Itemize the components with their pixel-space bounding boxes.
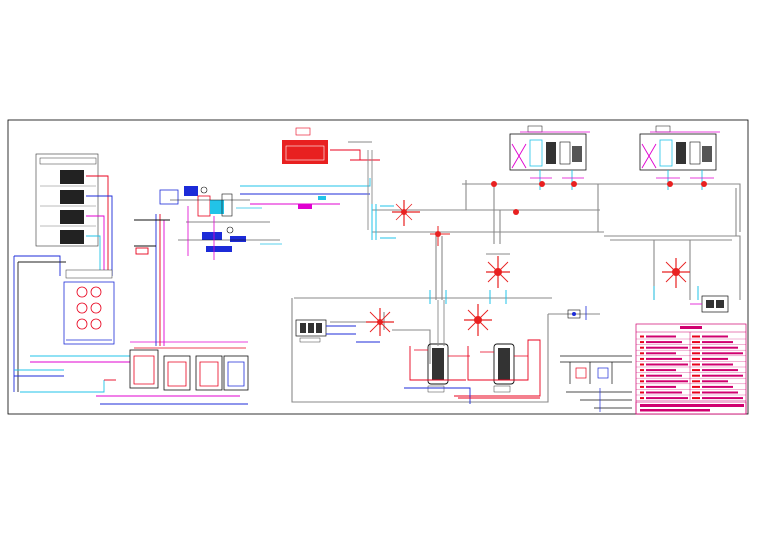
legend-entry [646, 380, 688, 383]
plate-exchanger [295, 319, 380, 343]
legend-entry [640, 369, 644, 372]
legend-entry [646, 352, 676, 355]
legend-entry [646, 363, 688, 366]
left-headers [14, 355, 248, 405]
legend-entry [702, 363, 733, 366]
legend-entry [640, 380, 644, 383]
legend-entry [640, 335, 644, 338]
heat-exchanger-cluster [159, 186, 282, 260]
legend-entry [646, 369, 676, 372]
legend-entry [702, 357, 728, 360]
legend-entry [640, 352, 644, 355]
legend-entry [702, 380, 728, 383]
legend-entry [702, 391, 738, 394]
legend-entry [702, 346, 738, 349]
chiller-piping [13, 175, 113, 392]
legend-entry [692, 357, 700, 360]
boiler-row [129, 341, 249, 391]
right-splitter [653, 258, 729, 313]
legend-entry [640, 341, 644, 344]
legend-entry [702, 341, 733, 344]
legend-entry [692, 380, 700, 383]
tank-return-lines [404, 300, 540, 404]
grey-header-network [291, 180, 741, 403]
lower-valve-cluster [366, 304, 492, 336]
legend-entry [646, 346, 688, 349]
legend-entry [640, 346, 644, 349]
legend-entry [702, 335, 728, 338]
legend-entry [646, 341, 682, 344]
legend-entry [646, 391, 682, 394]
storage-tank-2 [454, 339, 541, 397]
legend-entry [692, 352, 700, 355]
legend-entry [702, 369, 738, 372]
storage-tank-1 [409, 343, 470, 393]
right-small-valve [567, 306, 587, 320]
legend-entry [646, 385, 676, 388]
pump-detail [560, 355, 632, 412]
ahu-unit-2 [639, 125, 720, 190]
legend-entry [640, 391, 644, 394]
centre-valve-cluster [371, 181, 519, 246]
legend-entry [692, 346, 700, 349]
legend-entry [646, 397, 688, 400]
legend-entry [692, 335, 700, 338]
legend-entry [692, 374, 700, 377]
legend-entry [702, 385, 733, 388]
legend-entry [640, 374, 644, 377]
legend-entry [646, 374, 682, 377]
legend-entry [646, 335, 676, 338]
legend-entry [646, 357, 682, 360]
legend-entry [692, 363, 700, 366]
legend-entry [702, 374, 743, 377]
legend-entry [692, 385, 700, 388]
drawing-frame [7, 119, 749, 415]
legend-entry [692, 369, 700, 372]
legend-entry [640, 385, 644, 388]
legend-entry [692, 391, 700, 394]
condenser-line [240, 150, 373, 230]
chiller-stack [35, 153, 99, 247]
legend-entry [640, 363, 644, 366]
legend-entry [640, 397, 644, 400]
cooling-tower [282, 127, 380, 164]
centre-splitter [429, 253, 510, 304]
legend-entry [692, 341, 700, 344]
main-risers [134, 214, 170, 346]
legend-entry [640, 357, 644, 360]
legend-entry [702, 397, 743, 400]
legend-entry [692, 397, 700, 400]
ahu-unit-1 [509, 125, 590, 190]
pump-group [63, 269, 115, 345]
legend-entry [702, 352, 743, 355]
legend-table [635, 323, 747, 415]
